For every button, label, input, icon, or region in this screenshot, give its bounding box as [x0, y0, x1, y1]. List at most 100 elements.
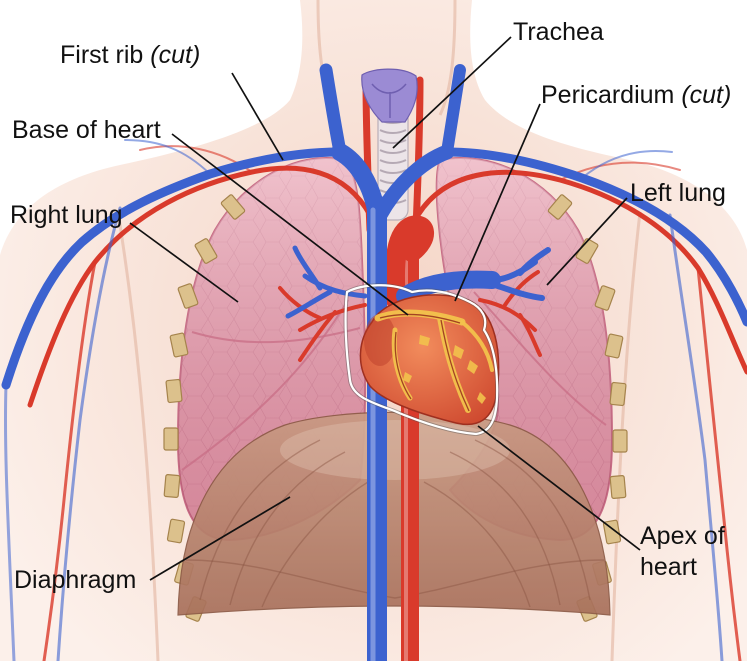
label-apex-of-heart-line1: Apex of: [640, 522, 725, 550]
rib-stub: [194, 238, 218, 264]
pericardium-outline: [343, 283, 500, 437]
fat-patch: [477, 392, 486, 404]
right-pulmonary-veins: [285, 245, 368, 319]
right-arm-artery: [696, 266, 742, 661]
label-base-of-heart: Base of heart: [12, 115, 161, 146]
left-pulmonary-veins: [489, 247, 551, 301]
rib-stub: [594, 285, 616, 311]
rib-stub: [547, 194, 573, 220]
right-carotid-artery: [412, 76, 424, 232]
label-left-lung-text: Left lung: [630, 179, 726, 207]
leader-line-diaphragm: [149, 496, 291, 581]
leader-line-trachea: [392, 36, 512, 149]
rib-stub: [165, 378, 183, 404]
label-diaphragm-text: Diaphragm: [14, 566, 137, 594]
muscle-fiber: [423, 481, 531, 608]
rib-stub: [177, 283, 199, 309]
rib-stub: [609, 381, 627, 407]
coronary-fat: [374, 309, 466, 326]
left-arm-contour: [116, 211, 160, 661]
label-right-lung: Right lung: [10, 200, 123, 231]
label-pericardium: Pericardium (cut): [541, 80, 731, 111]
fat-patch: [419, 335, 430, 346]
left-lung-oblique-fissure: [473, 291, 607, 426]
trachea-ring: [379, 149, 407, 154]
right-lung-horizontal-fissure: [191, 327, 361, 344]
muscle-fiber: [229, 451, 346, 606]
label-pericardium-note: (cut): [681, 81, 732, 109]
left-jugular-vein: [319, 63, 347, 159]
left-forearm-vein: [3, 383, 16, 661]
rib-stub: [220, 194, 246, 220]
pericardium-edge: [344, 284, 499, 436]
leader-line-right-lung: [129, 222, 239, 303]
trachea-ring: [379, 169, 407, 174]
right-subclavian-artery: [415, 169, 747, 375]
label-trachea: Trachea: [513, 17, 604, 48]
left-subclavian-vein: [1, 147, 345, 390]
left-pulmonary-artery: [478, 270, 542, 357]
veins: [1, 63, 747, 661]
leader-line-left-lung: [546, 197, 628, 286]
leader-line-first-rib: [231, 72, 284, 161]
leader-line-base-of-heart: [171, 133, 409, 316]
left-arm-vein: [56, 206, 122, 661]
rib-stub: [604, 333, 624, 359]
trachea-ring: [379, 159, 407, 164]
fat-patch: [403, 372, 412, 383]
muscle-fiber: [261, 481, 369, 608]
diaphragm: [177, 411, 611, 616]
rib-stub: [163, 473, 181, 499]
trachea-ring: [379, 139, 407, 144]
coronary-artery: [440, 319, 470, 412]
right-arm-contour: [610, 211, 642, 661]
rib-stub: [163, 427, 179, 451]
right-atrium: [364, 314, 396, 366]
central-tendon: [280, 420, 510, 480]
diaphragm-fold: [185, 559, 605, 599]
label-right-lung-text: Right lung: [10, 201, 123, 229]
right-pulmonary-artery: [278, 286, 367, 362]
right-arm-vein: [668, 213, 724, 661]
label-first-rib-text: First rib: [60, 41, 144, 69]
coronary-artery: [394, 331, 412, 400]
label-apex-of-heart-line2: heart: [640, 553, 697, 581]
fat-patch: [467, 360, 478, 374]
label-base-of-heart-text: Base of heart: [12, 116, 161, 144]
thyroid-cartilage-line: [371, 83, 407, 118]
right-lung-oblique-fissure: [181, 299, 349, 471]
left-subclavian-artery: [27, 165, 373, 408]
label-trachea-text: Trachea: [513, 18, 604, 46]
leader-line-pericardium: [454, 103, 541, 302]
neck-contour-right: [438, 0, 457, 116]
right-jugular-vein: [441, 64, 466, 158]
label-left-lung: Left lung: [630, 178, 726, 209]
label-diaphragm: Diaphragm: [14, 565, 136, 596]
heart-body: [359, 294, 500, 426]
leader-line-apex-of-heart: [477, 425, 641, 551]
right-shoulder-vein: [581, 149, 673, 179]
label-pericardium-text: Pericardium: [541, 81, 675, 109]
label-first-rib-note: (cut): [150, 41, 201, 69]
coronary-artery: [379, 313, 461, 324]
muscle-fiber: [449, 451, 561, 606]
aortic-arch: [384, 215, 434, 310]
rib-stub: [169, 332, 189, 358]
rib-stub: [166, 518, 186, 544]
label-apex-of-heart: Apex of heart: [640, 521, 725, 583]
muscle-fiber: [199, 439, 321, 601]
left-arm-artery: [42, 260, 97, 661]
coronary-fat: [460, 320, 494, 372]
trachea-ring: [379, 129, 407, 134]
right-subclavian-vein: [442, 147, 747, 327]
left-shoulder-vein: [124, 139, 211, 175]
rib-stub: [609, 474, 627, 500]
label-first-rib: First rib (cut): [60, 40, 200, 71]
rib-stub: [612, 429, 628, 453]
fat-patch: [453, 345, 464, 359]
leader-lines: [129, 36, 641, 581]
heart: [359, 294, 500, 426]
muscle-fiber: [474, 439, 591, 601]
